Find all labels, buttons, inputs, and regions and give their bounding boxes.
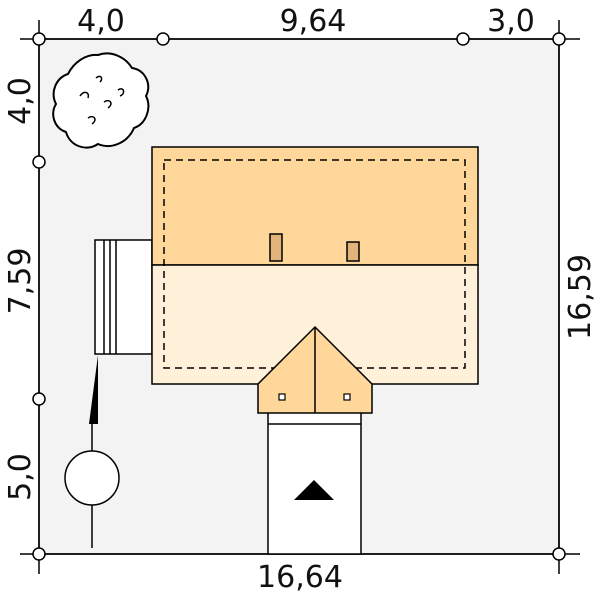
dimension-left-middle: 7,59 [3,248,38,315]
north-arrow-icon [64,355,120,548]
gable-window [278,393,286,401]
terrace [94,239,153,355]
dimension-left-bottom: 5,0 [3,453,38,501]
dimension-node [32,392,46,406]
dimension-left-top: 4,0 [3,77,38,125]
dimension-bottom-total: 16,64 [257,560,343,594]
dimension-node [32,547,46,561]
roof-upper-slope [151,146,479,266]
dimension-nodes [32,32,566,561]
dimension-top-middle: 9,64 [280,4,347,39]
chimney [269,233,283,262]
chimney [346,241,360,262]
tree-icon [52,52,150,149]
entrance-triangle-icon [294,480,334,500]
dimension-node [552,547,566,561]
front-gable [257,325,373,414]
dimension-node [552,32,566,46]
gable-window [343,393,351,401]
dimension-top-right: 3,0 [487,4,535,39]
driveway [267,411,362,555]
dimension-node [456,32,470,46]
house-roof [151,146,479,385]
dimension-node [156,32,170,46]
dimension-right-total: 16,59 [563,254,598,340]
dimension-node [32,155,46,169]
wall-outline [163,159,466,369]
dimension-node [32,32,46,46]
dimension-top-left: 4,0 [77,4,125,39]
